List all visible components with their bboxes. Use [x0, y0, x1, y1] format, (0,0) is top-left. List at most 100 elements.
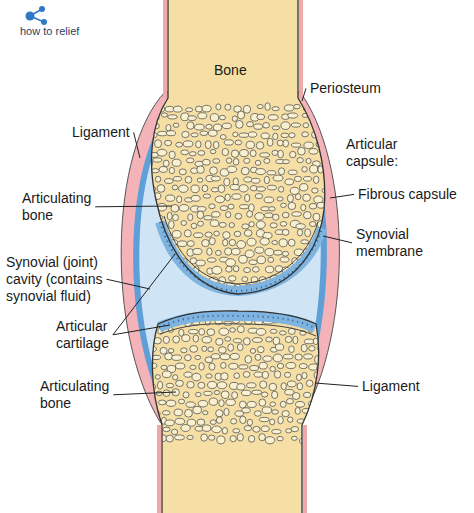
bone-pore [325, 356, 333, 364]
periosteum-strip [299, 0, 303, 98]
bone-pore [187, 435, 193, 439]
bone-pore [291, 143, 301, 147]
leader-line [330, 194, 354, 198]
bone-pore [321, 399, 327, 404]
bone-pore [232, 194, 241, 200]
bone-pore [244, 426, 252, 431]
bone-pore [244, 230, 252, 237]
bone-pore [213, 141, 219, 148]
bone-pore [283, 354, 293, 359]
bone-pore [332, 260, 339, 265]
bone-pore [193, 406, 202, 413]
bone-pore [282, 251, 288, 256]
bone-pore [255, 213, 265, 220]
lower-cartilage [159, 316, 315, 328]
bone-pore [257, 105, 263, 109]
bone-pore [268, 257, 274, 262]
bone-pore [261, 426, 269, 432]
bone-pore [241, 167, 249, 175]
bone-pore [303, 194, 311, 201]
bone-pore [221, 391, 229, 399]
bone-pore [198, 221, 204, 226]
bone-pore [165, 353, 173, 360]
bone-pore [320, 327, 327, 333]
bone-pore [251, 178, 260, 183]
bone-pore [272, 391, 278, 398]
bone-pore [202, 337, 211, 343]
bone-pore [186, 158, 193, 163]
bone-pore [246, 141, 254, 148]
bone-pore [188, 116, 197, 121]
bone-pore [204, 391, 212, 395]
bone-pore [272, 240, 278, 244]
bone-pore [221, 362, 226, 368]
bone-pore [153, 158, 162, 162]
bone-pore [166, 435, 173, 442]
bone-pore [304, 354, 313, 359]
bone-pore [143, 195, 152, 201]
bone-pore [317, 124, 324, 131]
bone-pore [189, 152, 196, 156]
bone-pore [272, 410, 279, 414]
bone-pore [209, 363, 215, 370]
bone-pore [254, 411, 261, 417]
bone-pore [160, 347, 167, 354]
bone-pore [278, 150, 284, 158]
bone-pore [224, 408, 229, 415]
bone-pore [158, 131, 168, 135]
bone-pore [247, 122, 254, 127]
bone-pore [199, 329, 205, 336]
bone-pore [239, 133, 249, 137]
bone-pore [322, 188, 329, 192]
bone-pore [161, 113, 167, 117]
bone-pore [260, 381, 267, 389]
bone-pore [300, 184, 308, 191]
bone-pore [312, 188, 318, 193]
bone-pore [260, 238, 269, 245]
bone-pore [176, 142, 183, 147]
bone-pore [270, 419, 275, 425]
bone-pore [259, 434, 266, 441]
bone-pore [325, 212, 335, 216]
bone-pore [209, 204, 215, 209]
bone-pore [327, 437, 336, 444]
bone-pore [248, 132, 256, 137]
bone-pore [196, 141, 201, 148]
bone-pore [225, 337, 231, 341]
bone-pore [237, 241, 246, 249]
bone-pore [233, 132, 238, 137]
bone-pore [210, 114, 218, 122]
bone-pore [323, 427, 332, 433]
bone-pore [161, 275, 170, 282]
bone-pore [212, 212, 220, 218]
bone-pore [205, 232, 212, 237]
bone-pore [306, 417, 314, 421]
bone-pore [143, 249, 152, 255]
bone-pore [334, 319, 340, 325]
bone-pore [272, 150, 278, 155]
bone-pore [249, 260, 257, 265]
bone-pore [166, 131, 175, 136]
bone-pore [182, 131, 189, 137]
bone-pore [201, 434, 208, 441]
bone-pore [332, 410, 341, 417]
bone-pore [306, 380, 313, 386]
bone-pore [185, 409, 193, 417]
bone-pore [306, 158, 311, 163]
bone-pore [327, 230, 332, 236]
bone-pore [232, 392, 238, 399]
bone-pore [242, 408, 250, 413]
bone-pore [188, 329, 198, 333]
bone-pore [308, 438, 315, 443]
bone-pore [157, 257, 163, 262]
part-label: Articular cartilage [56, 318, 130, 352]
bone-pore [233, 159, 239, 166]
bone-pore [294, 176, 301, 181]
bone-pore [238, 111, 245, 119]
bone-pore [288, 113, 298, 118]
bone-pore [303, 177, 311, 182]
bone-pore [280, 222, 287, 227]
bone-pore [270, 329, 277, 333]
bone-pore [291, 436, 297, 440]
